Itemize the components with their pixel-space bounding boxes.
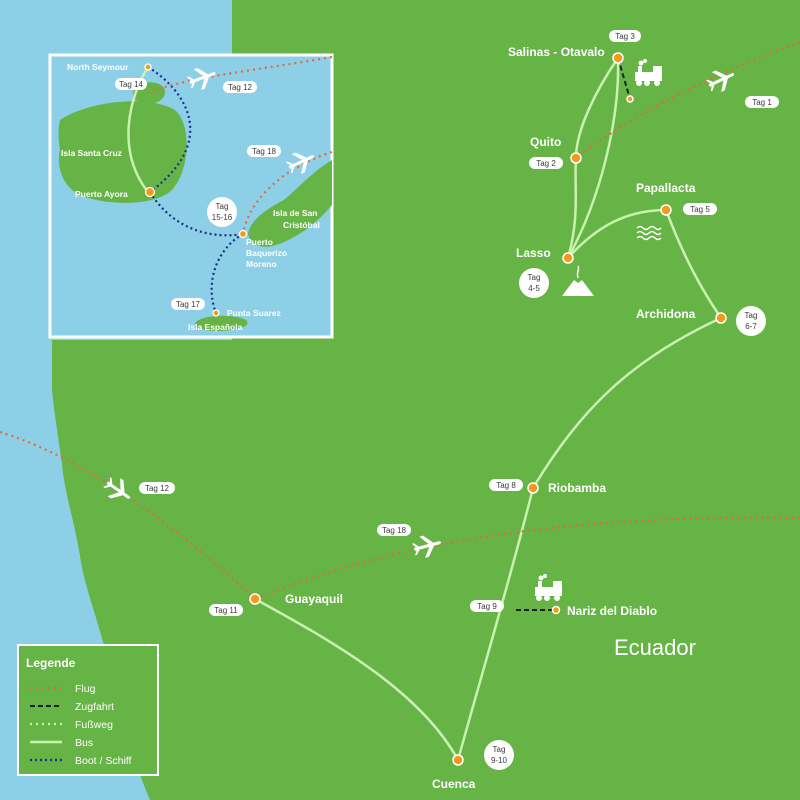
tag-papallacta: Tag 5 [683,203,717,215]
train-routes [516,57,631,611]
svg-text:Tag: Tag [493,745,506,754]
island-espanola [195,315,248,331]
svg-text:Tag 5: Tag 5 [690,205,710,214]
svg-text:Tag: Tag [528,273,541,282]
tag-archidona: Tag 6-7 [736,306,766,336]
flight-routes [0,40,800,601]
label-santa-cruz: Isla Santa Cruz [61,148,122,158]
city-label-salinas: Salinas - Otavalo [508,45,605,59]
svg-text:Tag: Tag [216,202,229,211]
tag-day18: Tag 18 [247,145,281,157]
label-san-cristobal-2: Cristóbal [283,220,320,230]
tag-day12: Tag 12 [223,81,257,93]
tag-guayaquil: Tag 11 [209,604,243,616]
legend-label-bus: Bus [75,737,93,749]
svg-text:9-10: 9-10 [491,756,508,765]
svg-text:Tag 3: Tag 3 [615,32,635,41]
legend-label-train: Zugfahrt [75,701,114,713]
label-punta-suarez: Punta Suarez [227,308,281,318]
city-label-papallacta: Papallacta [636,181,696,195]
hot-springs-icon [636,225,662,241]
galapagos-inset: North Seymour Isla Santa Cruz Puerto Ayo… [48,53,334,339]
svg-text:Tag: Tag [745,311,758,320]
city-label-guayaquil: Guayaquil [285,592,343,606]
island-santa-cruz [58,101,187,203]
svg-text:Tag 14: Tag 14 [119,80,144,89]
tag-cuenca: Tag 9-10 [484,740,514,770]
svg-text:Tag 12: Tag 12 [145,484,170,493]
tag-riobamba: Tag 8 [489,479,523,491]
city-label-lasso: Lasso [516,246,551,260]
city-label-cuenca: Cuenca [432,777,476,791]
svg-text:Tag 9: Tag 9 [477,602,497,611]
tag-flight-islands: Tag 12 [139,482,175,494]
tag-quito: Tag 2 [529,157,563,169]
svg-text:Tag 8: Tag 8 [496,481,516,490]
legend-label-boat: Boot / Schiff [75,755,132,767]
tag-nariz: Tag 9 [470,600,504,612]
tag-lasso: Tag 4-5 [519,268,549,298]
svg-text:Tag 18: Tag 18 [252,147,277,156]
country-label: Ecuador [614,635,696,660]
city-label-quito: Quito [530,135,561,149]
svg-text:6-7: 6-7 [745,322,757,331]
city-label-archidona: Archidona [636,307,696,321]
legend-label-walk: Fußweg [75,719,113,731]
tag-day17: Tag 17 [171,298,205,310]
label-puerto-ayora: Puerto Ayora [75,189,128,199]
svg-text:Tag 11: Tag 11 [214,606,238,615]
label-baquerizo-3: Moreno [246,259,277,269]
label-north-seymour: North Seymour [67,62,129,72]
city-points [249,52,727,766]
label-baquerizo-1: Puerto [246,237,273,247]
label-espanola: Isla Española [188,322,243,332]
svg-text:Tag 18: Tag 18 [382,526,407,535]
volcano-icon [562,265,594,296]
city-label-riobamba: Riobamba [548,481,606,495]
label-san-cristobal-1: Isla de San [273,208,317,218]
label-baquerizo-2: Baquerizo [246,248,287,258]
svg-text:Tag 1: Tag 1 [752,98,772,107]
city-label-nariz: Nariz del Diablo [567,604,657,618]
legend-title: Legende [26,656,76,670]
tag-day14: Tag 14 [115,78,147,90]
legend-label-flight: Flug [75,683,96,695]
tag-flight-out: Tag 18 [377,524,411,536]
svg-text:Tag 12: Tag 12 [228,83,253,92]
svg-text:Tag 17: Tag 17 [176,300,201,309]
svg-text:4-5: 4-5 [528,284,540,293]
legend: Legende Flug Zugfahrt Fußweg Bus Boot / … [17,644,159,776]
tag-salinas: Tag 3 [609,30,641,42]
svg-text:15-16: 15-16 [212,213,233,222]
tag-flight-in: Tag 1 [745,96,779,108]
tag-day15-16: Tag 15-16 [207,197,237,227]
island-san-cristobal [248,160,332,247]
svg-text:Tag 2: Tag 2 [536,159,556,168]
